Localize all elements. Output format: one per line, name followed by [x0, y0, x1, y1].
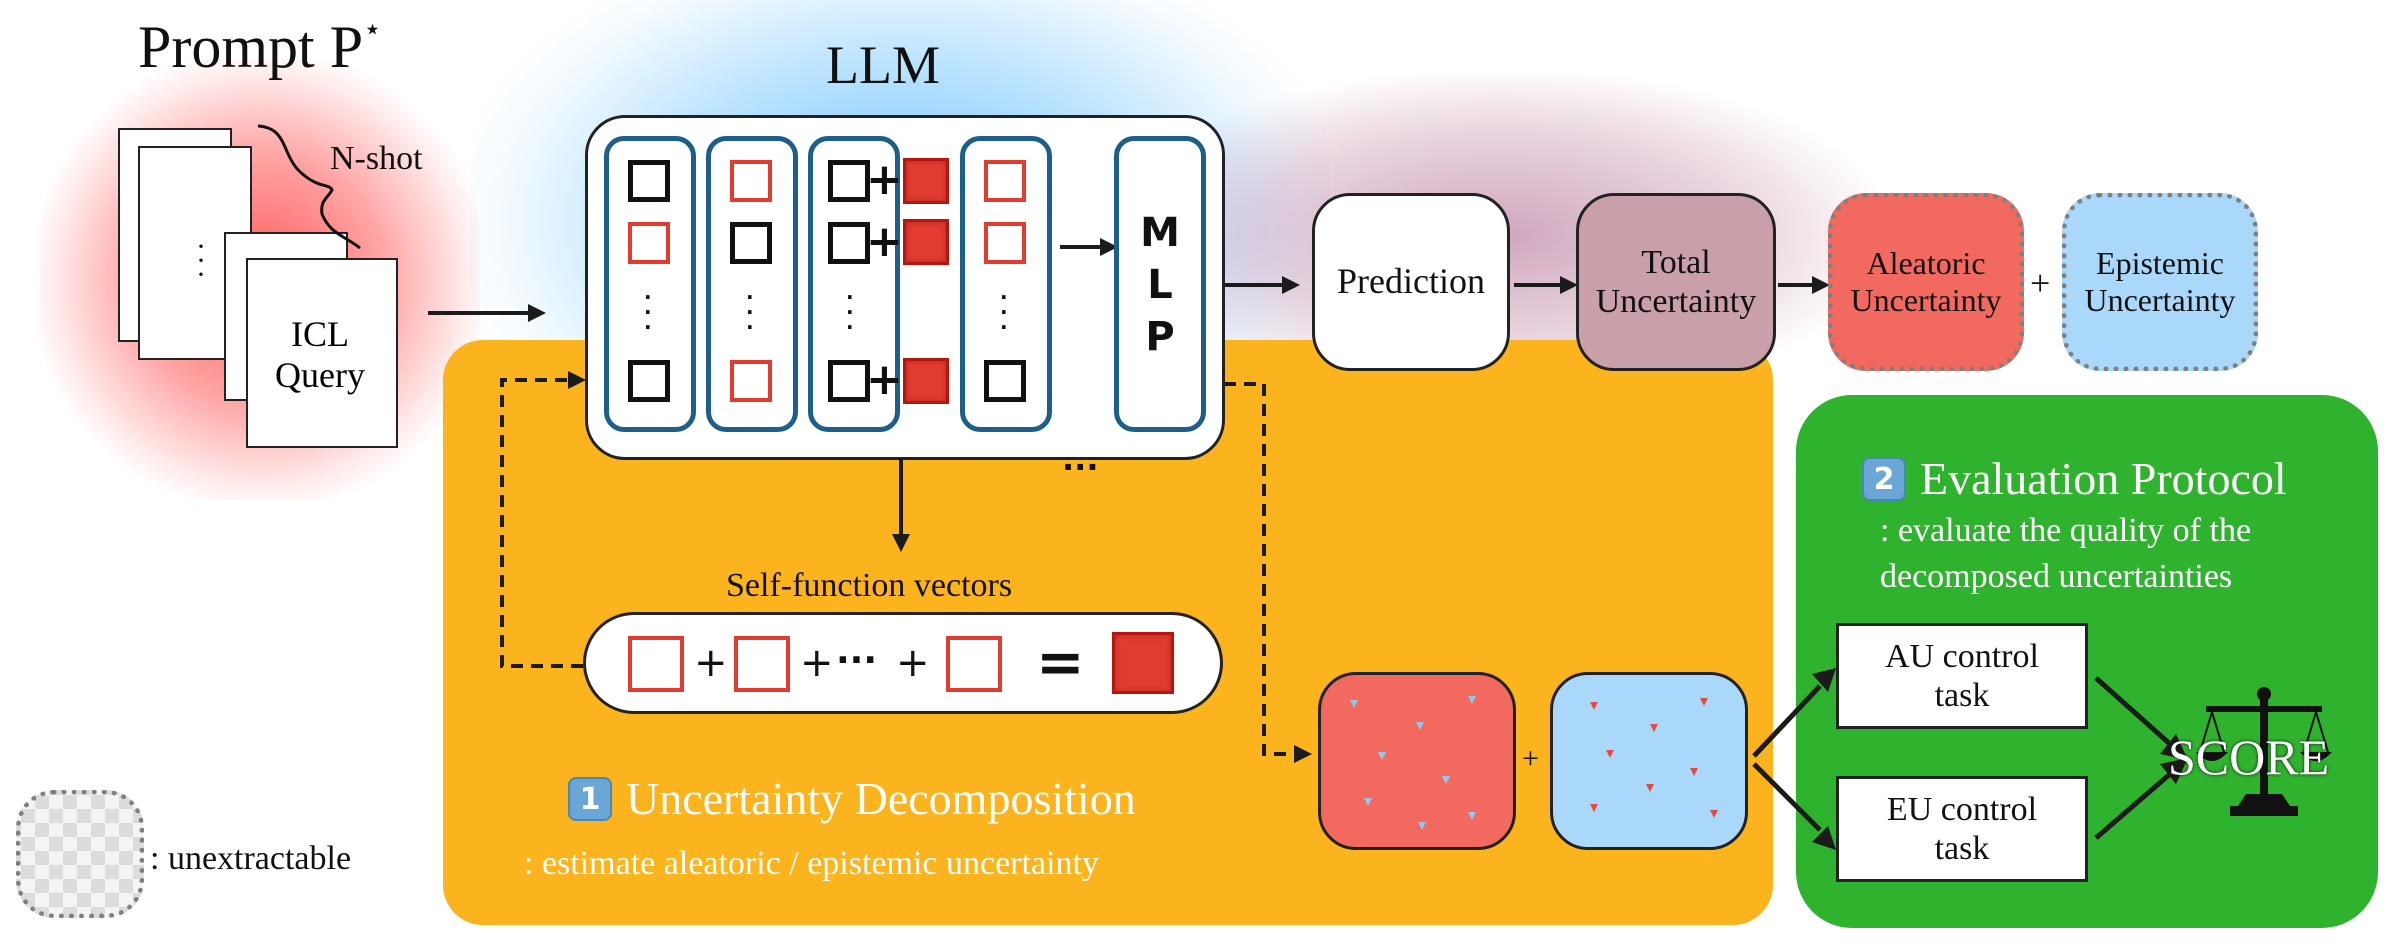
arrow-prompt-to-llm — [428, 304, 546, 322]
self-function-label: Self-function vectors — [726, 567, 1013, 604]
icl-query-label: ICL Query — [246, 300, 394, 410]
eu-control-task-box: EU control task — [1836, 776, 2088, 882]
au-control-label: AU control — [1885, 637, 2039, 675]
arrows-tasks-to-score — [2094, 676, 2188, 840]
prompt-title: Prompt P⋆ — [138, 12, 382, 82]
evaluation-title: Evaluation Protocol — [1920, 453, 2287, 504]
total-uncertainty-box: Total Uncertainty — [1576, 193, 1776, 371]
decomposition-number: 1 — [579, 781, 601, 817]
vector-plus: + — [866, 216, 903, 267]
dashed-arrow-to-tiles — [1224, 382, 1312, 763]
prompt-star: ⋆ — [363, 13, 382, 46]
vertical-dots: ··· — [644, 285, 652, 339]
token-square — [628, 160, 670, 202]
aleatoric-uncertainty-label: Uncertainty — [1850, 282, 2002, 318]
function-vector-square — [1112, 632, 1174, 694]
au-control-task-box: AU control task — [1836, 623, 2088, 729]
dashed-arrow-feedback — [500, 371, 586, 668]
aleatoric-tile-markers — [1350, 696, 1476, 830]
token-square-red — [734, 636, 790, 692]
token-square-red — [984, 222, 1026, 264]
vertical-dots: ··· — [846, 285, 854, 339]
function-vector-square — [903, 358, 949, 404]
arrow-llm-to-prediction — [1224, 276, 1300, 294]
decomposition-title: Uncertainty Decomposition — [626, 773, 1136, 824]
vector-plus: + — [866, 354, 903, 405]
decomposition-subtitle: : estimate aleatoric / epistemic uncerta… — [524, 845, 1099, 882]
eu-control-label: EU control — [1886, 790, 2038, 828]
token-square-red — [984, 160, 1026, 202]
llm-layer-column-4 — [960, 136, 1052, 432]
sum-plus: + — [800, 640, 834, 686]
epistemic-uncertainty-label: Uncertainty — [2084, 282, 2236, 318]
unextractable-legend-swatch — [16, 790, 144, 918]
mlp-letter-p: P — [1145, 314, 1175, 360]
tiles-plus: + — [1522, 742, 1539, 775]
nshot-label: N-shot — [330, 140, 423, 177]
arrows-tiles-to-tasks — [1752, 668, 1836, 850]
mlp-letter-l: L — [1147, 262, 1173, 308]
evaluation-subtitle-line1: : evaluate the quality of the — [1880, 512, 2252, 549]
sum-plus: + — [694, 640, 728, 686]
epistemic-tile — [1550, 672, 1748, 850]
vertical-dots: ··· — [746, 285, 754, 339]
token-square-red — [628, 636, 684, 692]
arrow-to-mlp — [1060, 238, 1118, 256]
function-vector-square — [903, 158, 949, 204]
epistemic-uncertainty-box: Epistemic Uncertainty — [2062, 193, 2258, 371]
total-uncertainty-label: Uncertainty — [1595, 283, 1757, 320]
token-square — [628, 360, 670, 402]
llm-layer-column-3 — [808, 136, 900, 432]
mlp-label: M L P — [1114, 200, 1206, 370]
arrow-prediction-to-total — [1514, 276, 1578, 294]
balance-scale-icon — [2196, 687, 2332, 816]
vector-plus: + — [866, 154, 903, 205]
token-square-red — [730, 160, 772, 202]
evaluation-number-badge: 2 — [1862, 457, 1906, 501]
token-square-red — [730, 360, 772, 402]
llm-layer-column-1 — [604, 136, 696, 432]
unextractable-legend-label: : unextractable — [150, 840, 352, 877]
mlp-letter-m: M — [1140, 210, 1180, 256]
icl-query-page — [246, 258, 398, 448]
prediction-label: Prediction — [1337, 261, 1485, 302]
prediction-box: Prediction — [1312, 193, 1510, 371]
sum-ellipsis: ··· — [836, 640, 878, 681]
mlp-block — [1114, 136, 1206, 432]
token-square-red — [946, 636, 1002, 692]
au-task-label: task — [1934, 677, 1990, 714]
function-vector-square — [903, 219, 949, 265]
token-square — [730, 222, 772, 264]
token-square — [828, 222, 870, 264]
icl-label: ICL — [291, 313, 349, 354]
nshot-brace — [257, 124, 361, 250]
sum-equals: = — [1036, 628, 1085, 696]
epistemic-tile-markers — [1590, 698, 1718, 818]
evaluation-subtitle-line2: decomposed uncertainties — [1880, 558, 2233, 595]
eu-task-label: task — [1934, 830, 1990, 867]
vertical-dots: ··· — [1000, 285, 1008, 339]
arrow-total-to-aleatoric — [1778, 276, 1830, 294]
sum-plus: + — [896, 640, 930, 686]
llm-title: LLM — [826, 35, 940, 95]
prompt-dots: · · · — [196, 230, 206, 291]
decomposition-number-badge: 1 — [568, 777, 612, 821]
token-square — [828, 160, 870, 202]
evaluation-number: 2 — [1873, 461, 1895, 497]
query-label: Query — [275, 355, 365, 395]
token-square — [984, 360, 1026, 402]
epistemic-label: Epistemic — [2096, 245, 2224, 282]
aleatoric-uncertainty-box: Aleatoric Uncertainty — [1828, 193, 2024, 371]
more-layers-dots: ··· — [1062, 448, 1099, 486]
token-square — [828, 360, 870, 402]
aleatoric-label: Aleatoric — [1866, 245, 1986, 282]
arrow-llm-to-self-function — [892, 458, 910, 552]
score-label: SCORE — [2168, 729, 2330, 785]
prompt-title-text: Prompt P — [138, 14, 364, 80]
pipeline-plus: + — [2030, 263, 2051, 303]
token-square-red — [628, 222, 670, 264]
total-label: Total — [1641, 243, 1711, 281]
llm-layer-column-2 — [706, 136, 798, 432]
